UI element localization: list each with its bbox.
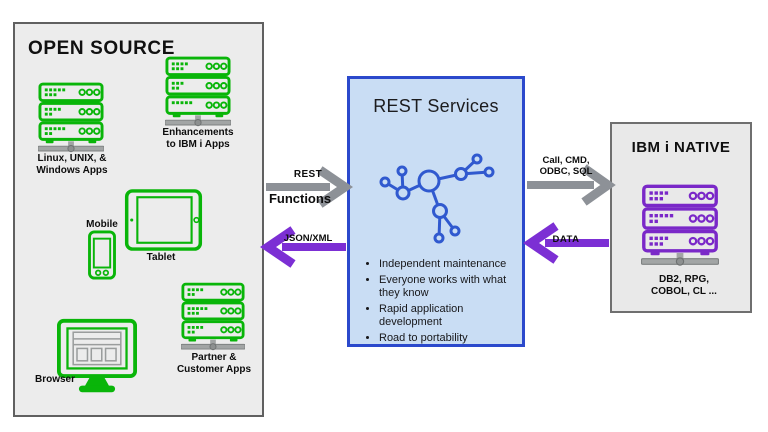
shelf-bracket-icon bbox=[38, 141, 104, 153]
browser-label: Browser bbox=[34, 374, 75, 385]
ibm-i-native-panel bbox=[610, 122, 752, 313]
json-xml-arrow-icon bbox=[259, 226, 346, 268]
enhancements-server-stack-icon bbox=[165, 56, 231, 130]
mobile-phone-icon bbox=[87, 230, 117, 280]
spreadsheet-content-icon bbox=[72, 331, 122, 366]
shelf-bracket-icon bbox=[181, 339, 245, 351]
json-xml-arrow-label: JSON/XML bbox=[283, 233, 333, 244]
rest-benefit-item: Rapid application development bbox=[379, 303, 525, 329]
linux-apps-label: Linux, UNIX, & Windows Apps bbox=[36, 153, 108, 176]
mobile-label: Mobile bbox=[86, 219, 118, 230]
linux-server-stack-icon bbox=[38, 82, 104, 156]
tablet-icon bbox=[124, 189, 203, 251]
rest-benefit-item: Everyone works with what they know bbox=[379, 274, 525, 300]
tablet-label: Tablet bbox=[146, 252, 176, 263]
partner-apps-label: Partner & Customer Apps bbox=[176, 352, 252, 375]
call-cmd-arrow-icon bbox=[527, 164, 616, 206]
data-arrow-label: DATA bbox=[552, 234, 580, 245]
rest-arrow-label: REST bbox=[293, 169, 323, 180]
rest-benefits-list: Independent maintenance Everyone works w… bbox=[365, 258, 525, 348]
rest-benefit-item: Independent maintenance bbox=[379, 258, 525, 271]
network-nodes-icon bbox=[377, 146, 503, 256]
call-cmd-arrow-label: Call, CMD, ODBC, SQL bbox=[539, 155, 593, 177]
browser-monitor-icon bbox=[57, 318, 137, 396]
functions-arrow-label: Functions bbox=[268, 191, 332, 206]
rest-benefit-item: Road to portability bbox=[379, 332, 525, 345]
partner-server-stack-icon bbox=[181, 282, 245, 354]
shelf-bracket-icon bbox=[641, 253, 719, 266]
rest-services-title: REST Services bbox=[373, 96, 499, 116]
db2-rpg-label: DB2, RPG, COBOL, CL ... bbox=[651, 274, 717, 297]
rest-functions-arrow-icon bbox=[266, 166, 354, 208]
ibm-server-stack-icon bbox=[641, 184, 719, 270]
open-source-title: OPEN SOURCE bbox=[28, 38, 176, 59]
data-arrow-icon bbox=[522, 222, 609, 264]
shelf-bracket-icon bbox=[165, 115, 231, 127]
enhancements-label: Enhancements to IBM i Apps bbox=[162, 127, 234, 150]
ibm-i-native-title: IBM i NATIVE bbox=[631, 139, 731, 156]
